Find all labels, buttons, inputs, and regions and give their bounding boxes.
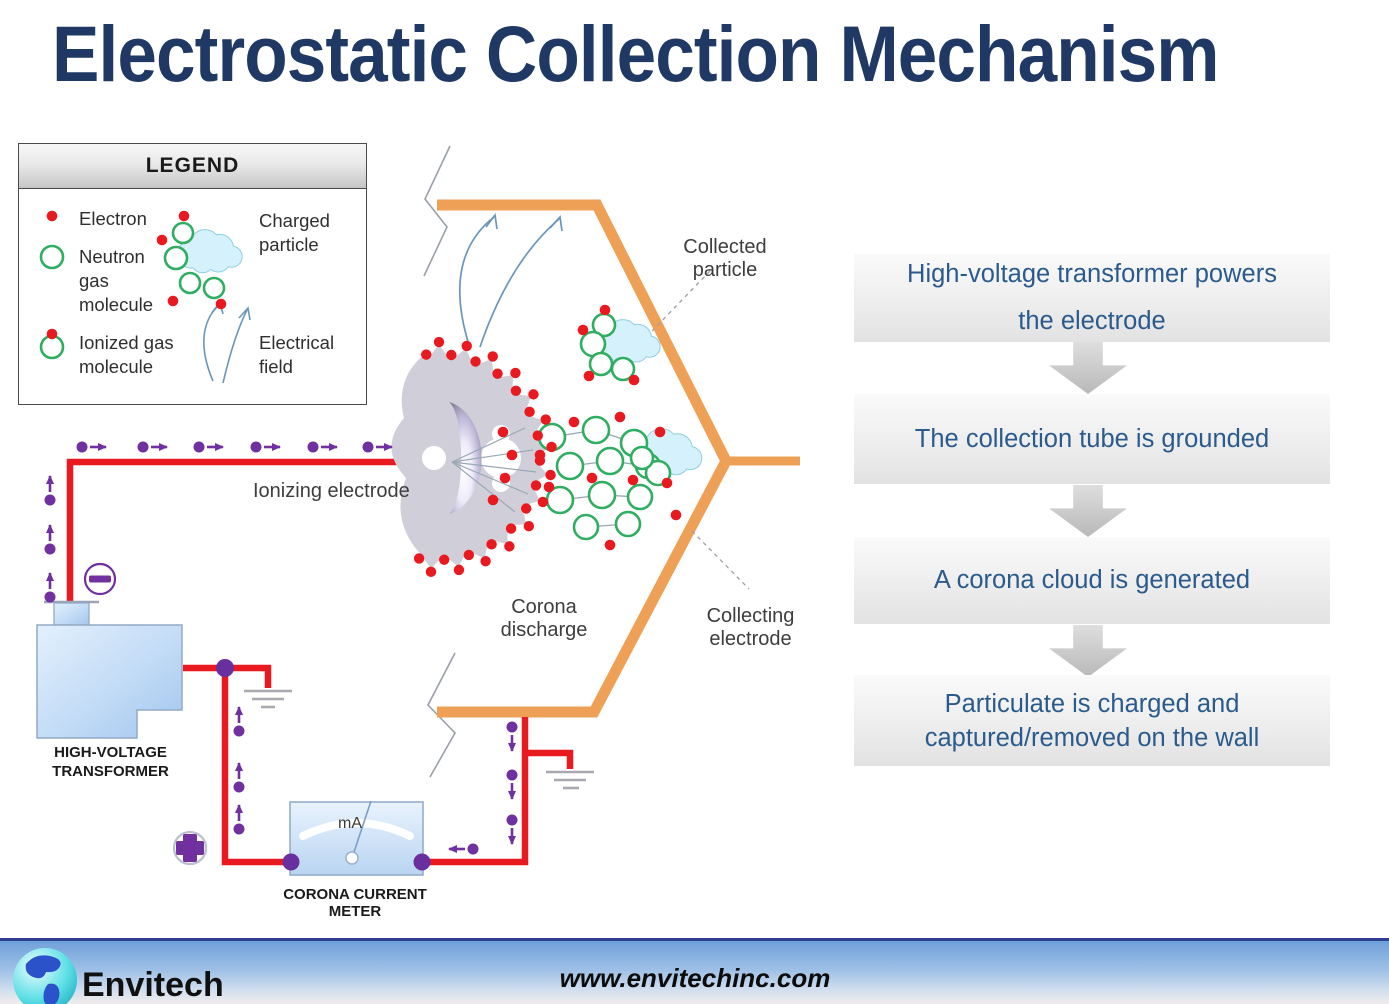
flow-step-1: High-voltage transformer powers the elec…	[854, 254, 1330, 342]
junction-dot	[216, 659, 234, 677]
corona-emission-lines	[451, 427, 537, 513]
flow-step-3-text: A corona cloud is generated	[933, 566, 1251, 594]
high-voltage-transformer-shape	[36, 600, 183, 739]
footer-divider	[0, 938, 1389, 941]
flow-step-1-text: High-voltage transformer powers the elec…	[907, 260, 1277, 335]
legend-header: LEGEND	[19, 144, 366, 189]
ionizing-electrode-shape	[391, 345, 549, 569]
current-flow-arrows	[44, 441, 518, 855]
electrode-core-glow	[449, 402, 482, 514]
break-line-icon	[423, 145, 451, 277]
electrode-core-notch	[422, 446, 446, 470]
positive-terminal-icon	[172, 830, 208, 866]
corona-discharge-label: Corona discharge	[500, 596, 588, 641]
footer-bar	[0, 941, 1389, 1004]
flow-down-arrow-icon	[1049, 625, 1127, 677]
electrode-mouth	[492, 425, 510, 443]
website-link[interactable]: www.envitechinc.com	[559, 963, 831, 993]
high-voltage-wire	[66, 458, 574, 866]
envitech-globe-icon	[13, 948, 77, 1004]
legend-item-neutron-gas-molecule: Neutron gas molecule	[79, 246, 154, 315]
meter-unit-label: mA	[338, 815, 362, 832]
electrode-mouth	[481, 438, 521, 478]
flow-down-arrow-icon	[1049, 485, 1127, 537]
legend-item-charged-particle: Charged particle	[259, 210, 330, 255]
meter-terminal-dot	[413, 853, 431, 871]
flow-step-2: The collection tube is grounded	[854, 394, 1330, 484]
flow-down-arrow-icon	[1049, 342, 1127, 394]
ionizing-electrode-label: Ionizing electrode	[253, 480, 410, 502]
break-line-icon	[427, 652, 456, 778]
legend-item-ionized-gas-molecule: Ionized gas molecule	[79, 332, 174, 377]
negative-terminal-icon	[83, 562, 117, 596]
collecting-electrode-label: Collecting electrode	[706, 605, 795, 650]
envitech-logo-text: Envitech	[82, 966, 224, 1004]
ground-icon	[244, 689, 292, 709]
page-title: Electrostatic Collection Mechanism	[52, 9, 1219, 98]
legend-item-electrical-field: Electrical field	[259, 332, 335, 377]
electrode-mouth	[492, 474, 510, 492]
electric-field-arrow-icon	[459, 212, 563, 348]
flow-step-4-text: Particulate is charged and captured/remo…	[924, 689, 1260, 752]
legend-box: LEGEND Electron Neutron gas molecule Ion…	[18, 143, 367, 405]
collected-particle-label: Collected particle	[683, 236, 767, 281]
flow-step-3: A corona cloud is generated	[854, 537, 1330, 624]
ground-icon	[546, 770, 594, 790]
flow-step-4: Particulate is charged and captured/remo…	[854, 675, 1330, 766]
collecting-electrode-leader-line	[691, 530, 750, 590]
transformer-label: HIGH-VOLTAGE TRANSFORMER	[52, 744, 169, 780]
flow-step-2-text: The collection tube is grounded	[914, 424, 1270, 453]
corona-discharge-dots	[413, 336, 557, 578]
corona-current-meter-shape: mA	[289, 800, 424, 876]
molecule-bond-lines	[551, 429, 670, 528]
meter-label: CORONA CURRENT METER	[283, 886, 427, 920]
meter-needle	[351, 800, 372, 859]
legend-item-electron: Electron	[79, 208, 147, 229]
meter-terminal-dot	[282, 853, 300, 871]
